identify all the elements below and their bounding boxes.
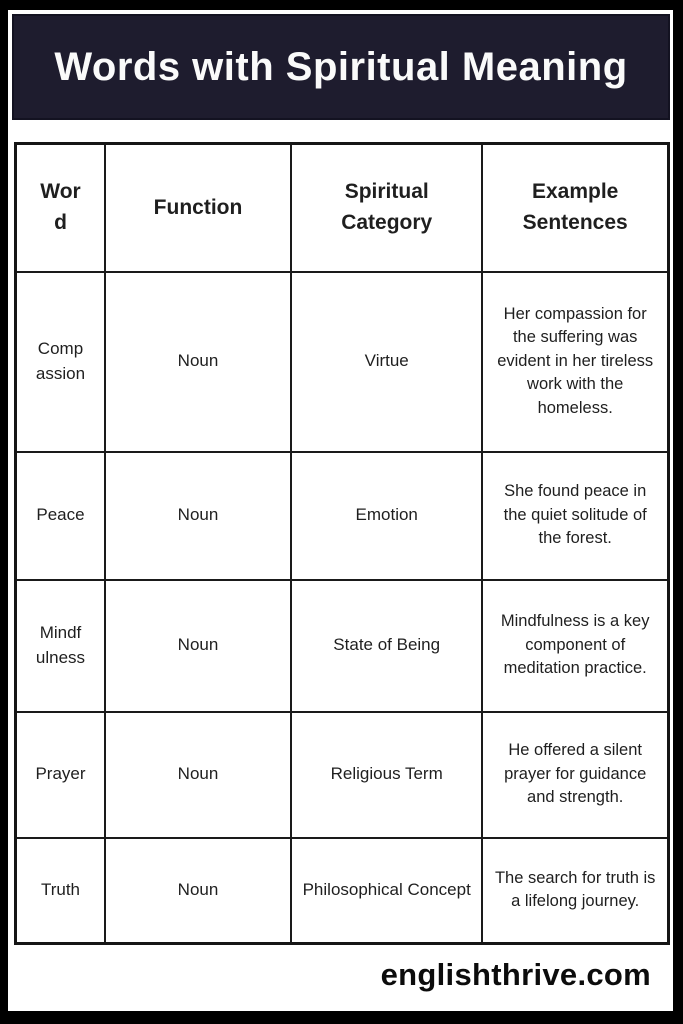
cell-category: Emotion: [290, 450, 484, 581]
cell-word: Mindf ulness: [14, 578, 106, 713]
footer: englishthrive.com: [8, 945, 673, 1005]
cell-word: Comp assion: [14, 270, 106, 453]
cell-example: Her compassion for the suffering was evi…: [481, 270, 670, 453]
column-header-function: Function: [103, 142, 293, 273]
cell-category: Philosophical Concept: [290, 836, 484, 945]
website-name: englishthrive.com: [380, 957, 651, 992]
table-row: Peace Noun Emotion She found peace in th…: [14, 450, 670, 581]
table-header-row: Wor d Function Spiritual Category Exampl…: [14, 142, 670, 273]
vocabulary-table: Wor d Function Spiritual Category Exampl…: [14, 142, 670, 945]
column-header-category: Spiritual Category: [290, 142, 484, 273]
cell-example: She found peace in the quiet solitude of…: [481, 450, 670, 581]
cell-function: Noun: [103, 710, 293, 839]
table-row: Mindf ulness Noun State of Being Mindful…: [14, 578, 670, 713]
title-banner: Words with Spiritual Meaning: [12, 14, 670, 120]
cell-category: Virtue: [290, 270, 484, 453]
column-header-example: Example Sentences: [481, 142, 670, 273]
column-header-word: Wor d: [14, 142, 106, 273]
table-row: Comp assion Noun Virtue Her compassion f…: [14, 270, 670, 453]
vocabulary-table-wrap: Wor d Function Spiritual Category Exampl…: [14, 142, 670, 945]
cell-function: Noun: [103, 578, 293, 713]
cell-category: Religious Term: [290, 710, 484, 839]
cell-function: Noun: [103, 836, 293, 945]
cell-example: He offered a silent prayer for guidance …: [481, 710, 670, 839]
cell-example: Mindfulness is a key component of medita…: [481, 578, 670, 713]
cell-function: Noun: [103, 270, 293, 453]
table-row: Truth Noun Philosophical Concept The sea…: [14, 836, 670, 945]
page-title: Words with Spiritual Meaning: [54, 44, 628, 89]
cell-function: Noun: [103, 450, 293, 581]
cell-category: State of Being: [290, 578, 484, 713]
cell-example: The search for truth is a lifelong journ…: [481, 836, 670, 945]
cell-word: Truth: [14, 836, 106, 945]
table-row: Prayer Noun Religious Term He offered a …: [14, 710, 670, 839]
cell-word: Prayer: [14, 710, 106, 839]
cell-word: Peace: [14, 450, 106, 581]
